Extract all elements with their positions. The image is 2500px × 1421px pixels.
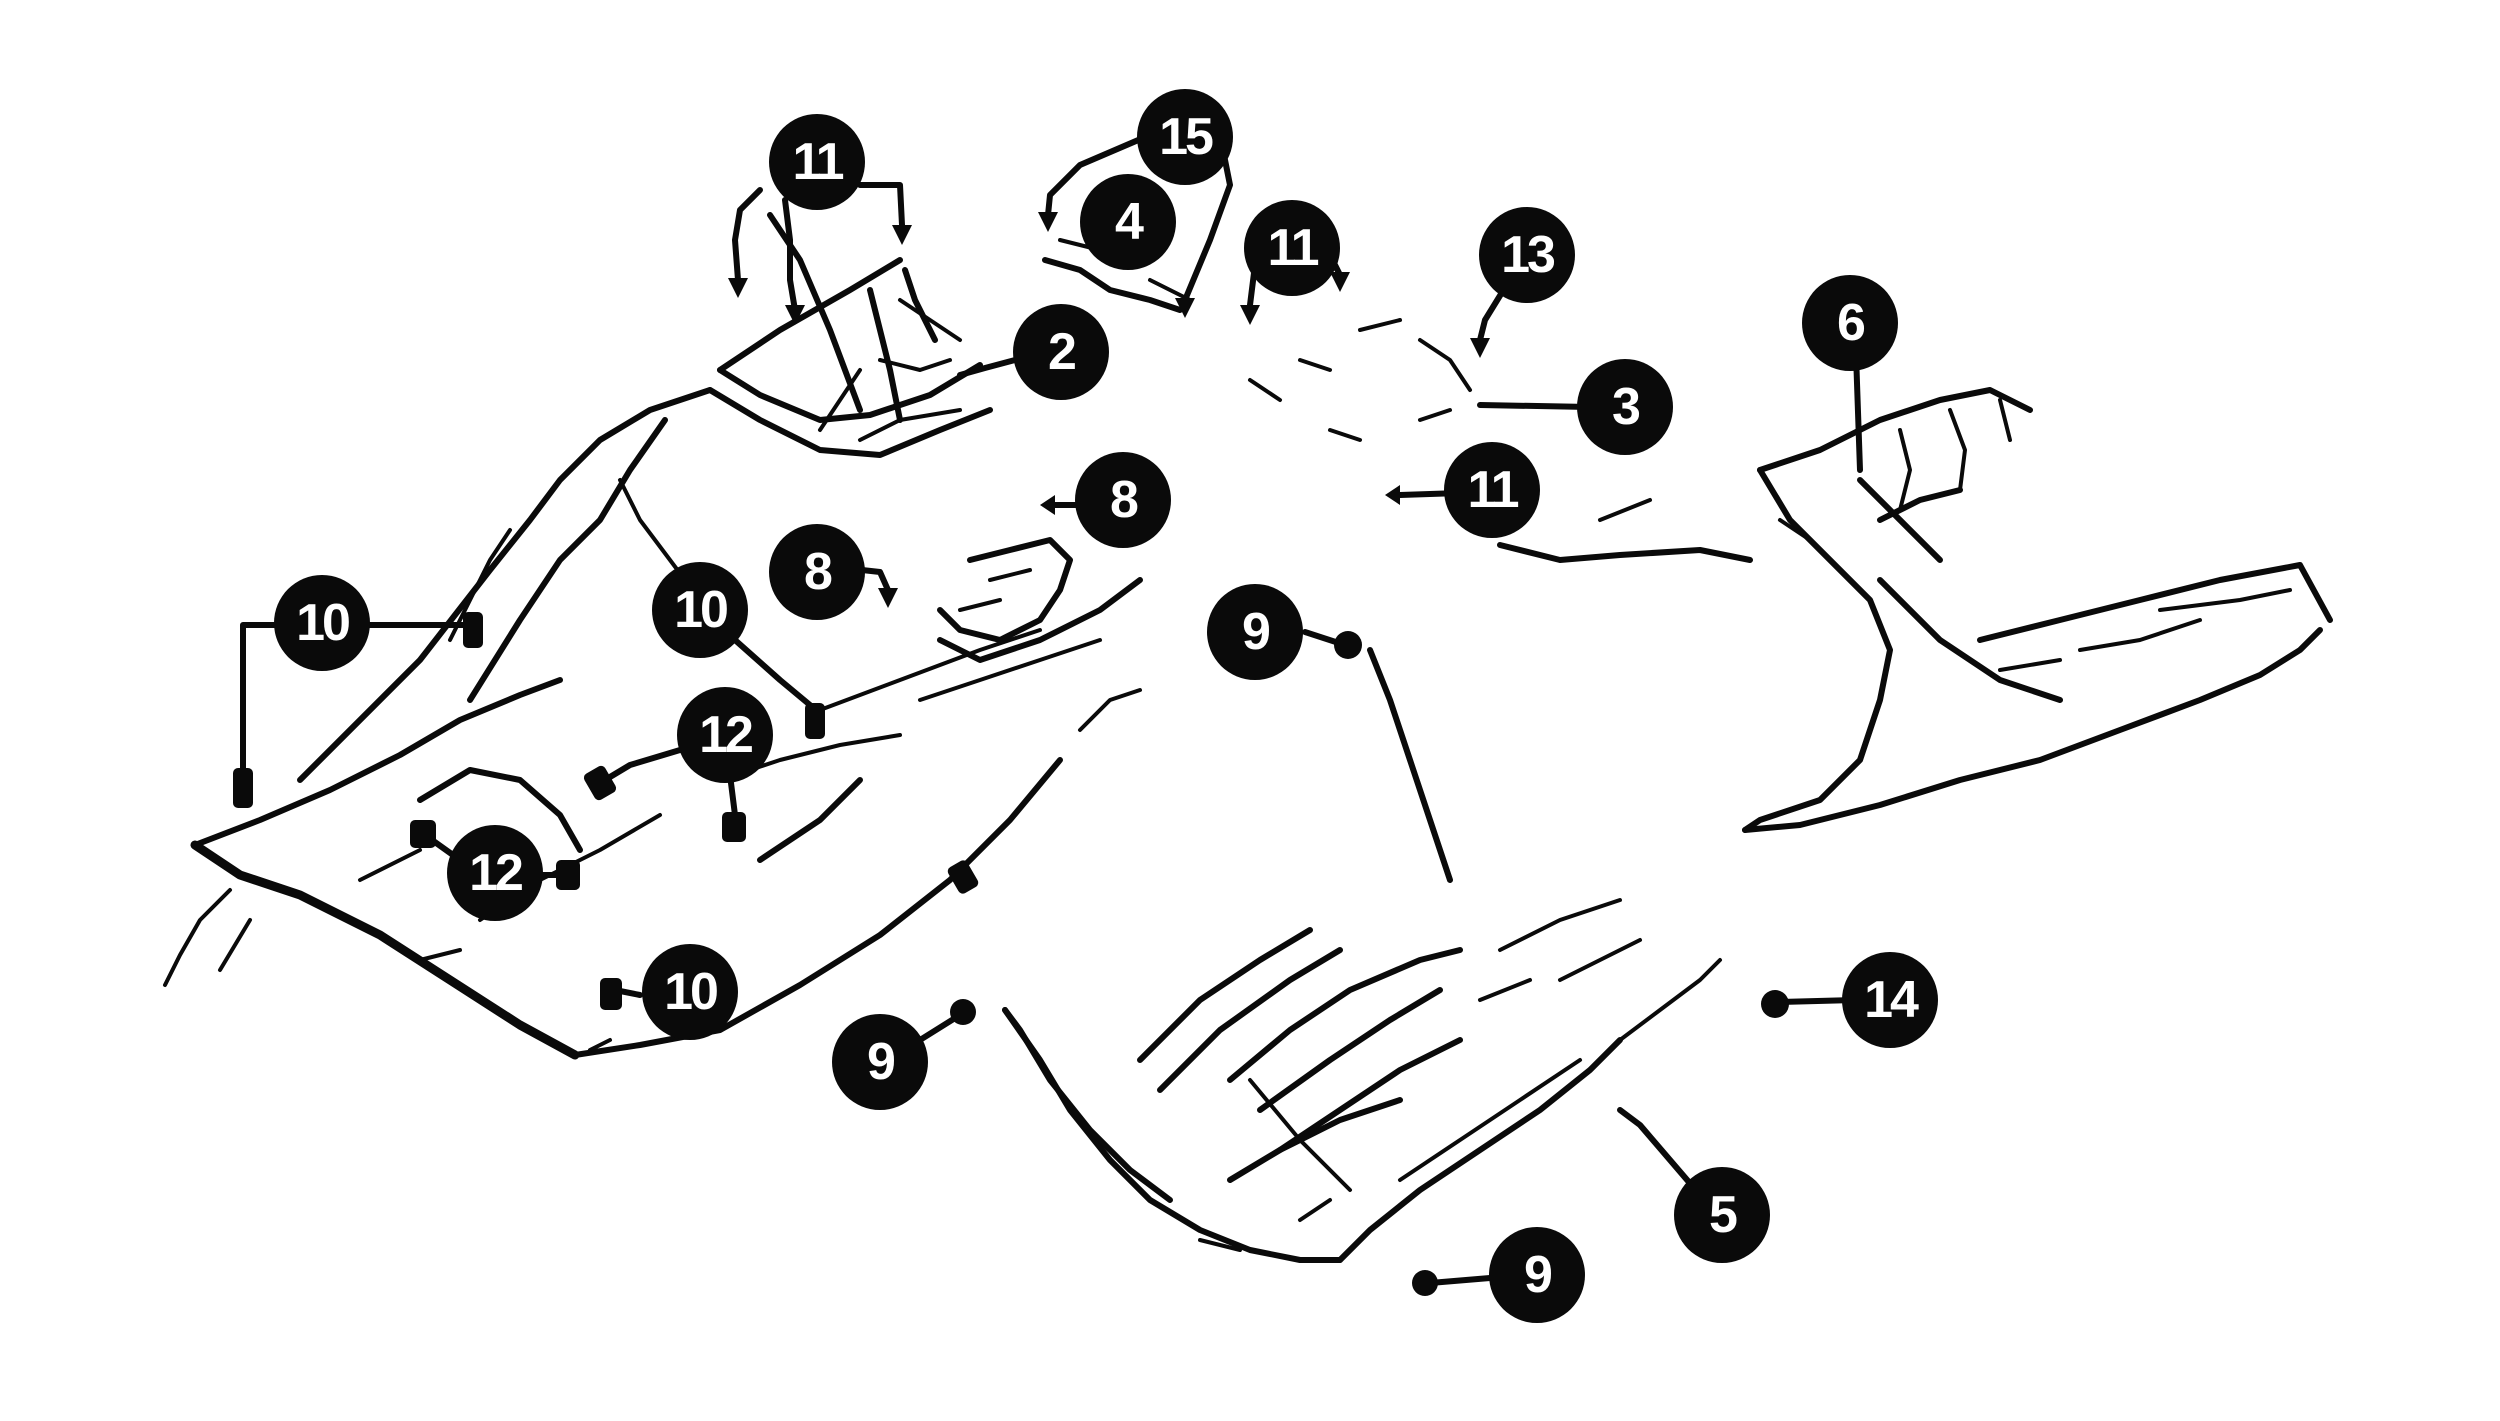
callout-label: 15 [1159,108,1213,166]
callout-11-top: 11 [769,114,865,210]
callout-label: 6 [1837,294,1865,352]
callout-4: 4 [1080,174,1176,270]
callout-14: 14 [1842,952,1938,1048]
fastener-tips [233,212,1789,1296]
callout-label: 8 [804,543,832,601]
callout-label: 9 [1524,1246,1551,1304]
callout-label: 8 [1110,471,1138,529]
callout-9-bottom: 9 [1489,1227,1585,1323]
callout-11-mid: 11 [1244,200,1340,296]
callout-10-bottom: 10 [642,944,738,1040]
callout-13: 13 [1479,207,1575,303]
main-floor-pan [1002,647,1722,1263]
callout-12-upper: 12 [677,687,773,783]
callout-9-left: 9 [832,1014,928,1110]
callout-label: 3 [1612,378,1640,436]
callout-label: 10 [674,581,727,639]
callout-label: 14 [1864,971,1919,1029]
console-bracket [717,257,983,442]
callout-label: 12 [469,844,522,902]
callout-15: 15 [1137,89,1233,185]
callout-label: 2 [1048,323,1075,381]
callout-label: 10 [664,963,717,1021]
callout-12-lower: 12 [447,825,543,921]
callout-8-left: 8 [769,524,865,620]
callout-label: 10 [296,594,349,652]
callout-2: 2 [1013,304,1109,400]
callout-label: 11 [1468,461,1519,519]
center-tunnel-bracket [1248,318,1472,442]
callout-3: 3 [1577,359,1673,455]
callout-5: 5 [1674,1167,1770,1263]
callout-label: 13 [1501,226,1555,284]
callout-label: 9 [867,1033,894,1091]
callout-9-upper: 9 [1207,584,1303,680]
callout-label: 5 [1709,1186,1737,1244]
callout-label: 4 [1115,193,1144,251]
front-floor-pan-left [163,387,1142,1060]
callout-label: 11 [793,133,844,191]
callout-10-mid: 10 [652,562,748,658]
callout-6: 6 [1802,275,1898,371]
rear-floor-pan [1497,387,2333,833]
callout-11-right: 11 [1444,442,1540,538]
seat-mount-bracket [918,537,1143,702]
callout-8-right: 8 [1075,452,1171,548]
callout-label: 9 [1242,603,1269,661]
callout-label: 12 [699,706,752,764]
callout-10-left: 10 [274,575,370,671]
callout-label: 11 [1268,219,1319,277]
